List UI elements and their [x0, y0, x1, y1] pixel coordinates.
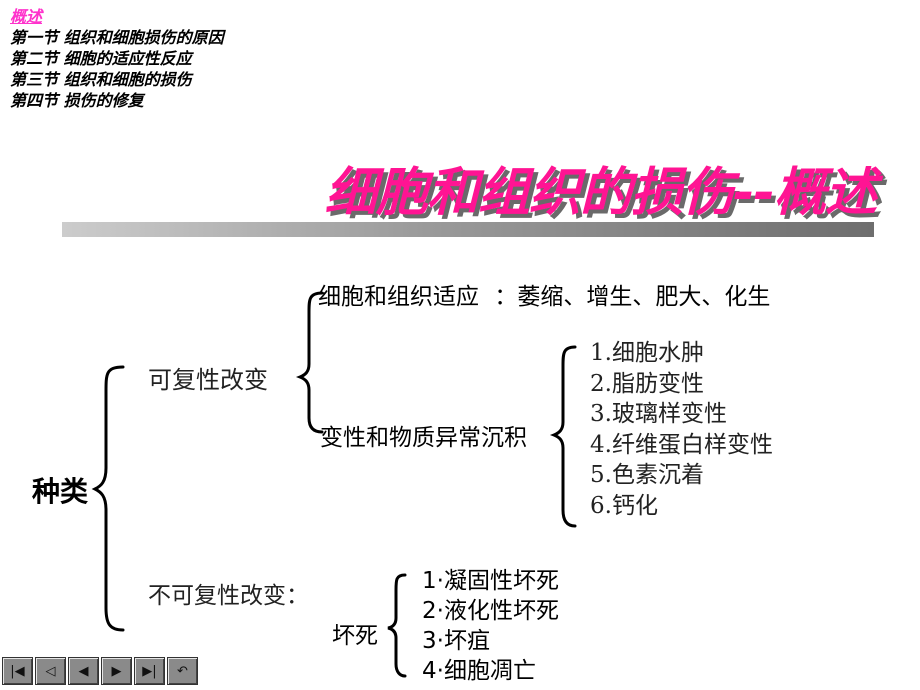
back-button[interactable]: ◁: [35, 657, 66, 685]
necrosis-label: 坏死: [332, 623, 378, 649]
reversible-label: 可复性改变: [148, 366, 268, 394]
list-item: 2.脂肪变性: [590, 370, 704, 397]
list-item: 3.玻璃样变性: [590, 401, 727, 428]
return-button[interactable]: ↶: [167, 657, 198, 685]
list-item: 5.色素沉着: [590, 462, 704, 489]
last-slide-icon: ▶|: [142, 663, 157, 679]
next-button[interactable]: ▶: [101, 657, 132, 685]
adaptation-label: 细胞和组织适应: [318, 284, 479, 310]
list-item: 2·液化性坏死: [422, 598, 559, 624]
slide-title: 细胞和组织的损伤--概述: [324, 163, 877, 223]
slide-toolbar: |◀ ◁ ◀ ▶ ▶| ↶: [2, 657, 198, 685]
nav-link-section-2[interactable]: 第二节 细胞的适应性反应: [10, 49, 192, 68]
list-item: 3·坏疽: [422, 628, 490, 654]
previous-icon: ◀: [78, 663, 89, 679]
list-item: 1·凝固性坏死: [422, 568, 559, 594]
deposition-list: 1.细胞水肿 2.脂肪变性 3.玻璃样变性 4.纤维蛋白样变性 5.色素沉着 6…: [590, 338, 773, 522]
necrosis-list: 1·凝固性坏死 2·液化性坏死 3·坏疽 4·细胞凋亡: [422, 566, 559, 686]
bracket-reversible: [295, 291, 324, 434]
list-item: 1.细胞水肿: [590, 340, 704, 366]
previous-button[interactable]: ◀: [68, 657, 99, 685]
list-item: 4.纤维蛋白样变性: [590, 431, 773, 458]
section-nav: 概述 第一节 组织和细胞损伤的原因 第二节 细胞的适应性反应 第三节 组织和细胞…: [10, 6, 224, 111]
last-slide-button[interactable]: ▶|: [134, 657, 165, 685]
nav-link-section-1[interactable]: 第一节 组织和细胞损伤的原因: [10, 28, 224, 47]
nav-link-section-4[interactable]: 第四节 损伤的修复: [10, 91, 144, 110]
bracket-deposition: [549, 345, 577, 528]
root-label: 种类: [32, 475, 89, 508]
return-icon: ↶: [177, 663, 188, 679]
irreversible-label: 不可复性改变：: [148, 583, 309, 609]
first-slide-icon: |◀: [10, 663, 25, 679]
bracket-root: [91, 365, 125, 632]
next-icon: ▶: [111, 663, 122, 679]
adaptation-row: 细胞和组织适应 ：萎缩、增生、肥大、化生: [318, 277, 770, 311]
list-item: 6.钙化: [590, 492, 658, 519]
adaptation-separator: ：: [494, 284, 518, 310]
first-slide-button[interactable]: |◀: [2, 657, 33, 685]
back-icon: ◁: [45, 663, 56, 679]
nav-link-overview[interactable]: 概述: [10, 7, 43, 26]
title-divider: [62, 222, 874, 237]
list-item: 4·细胞凋亡: [422, 658, 536, 684]
bracket-necrosis: [387, 573, 407, 678]
adaptation-items: 萎缩、增生、肥大、化生: [517, 284, 771, 310]
deposition-label: 变性和物质异常沉积: [320, 425, 527, 451]
nav-link-section-3[interactable]: 第三节 组织和细胞的损伤: [10, 70, 192, 89]
